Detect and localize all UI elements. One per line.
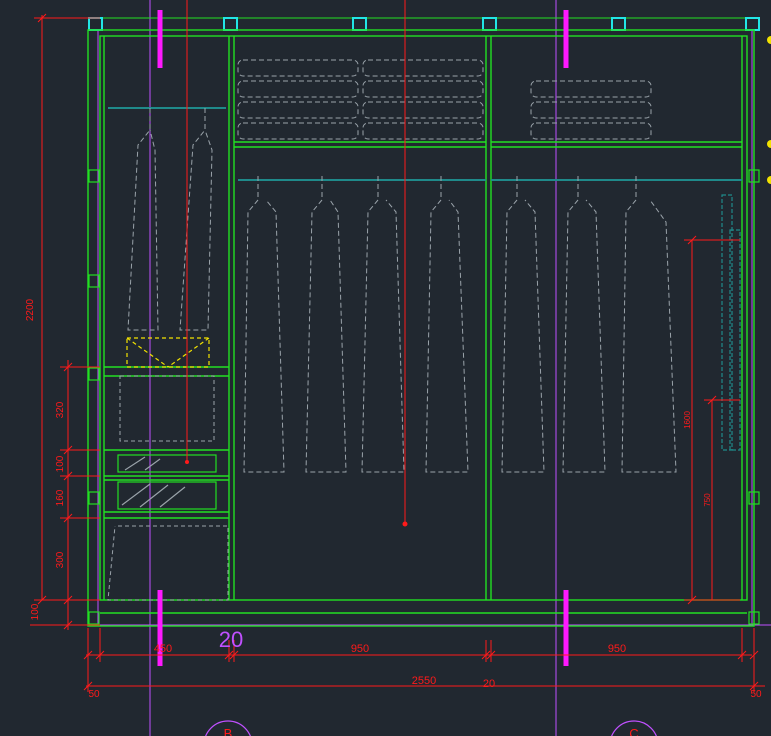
axis-label-b: B xyxy=(224,726,233,736)
folded-clothes-stacks xyxy=(237,59,652,140)
dim-left-seg-2: 100 xyxy=(55,455,66,472)
bottom-dimension-chain xyxy=(83,628,765,692)
dim-edge-right: 50 xyxy=(750,689,762,700)
storage-box-outline xyxy=(119,375,215,442)
frame-hinges xyxy=(88,169,760,625)
edge-markers xyxy=(767,36,771,184)
section-markers xyxy=(157,10,569,666)
reference-dot xyxy=(402,521,408,527)
axis-label-c: C xyxy=(629,726,638,736)
reference-dot xyxy=(185,460,189,464)
side-mirror-bracket xyxy=(721,194,741,451)
rail-connector xyxy=(745,17,760,31)
garments-hanging xyxy=(243,176,677,473)
dim-left-seg-1: 320 xyxy=(55,401,66,418)
cabinet-frame xyxy=(87,29,755,627)
reference-lines xyxy=(186,0,406,524)
dim-left-seg-5: 100 xyxy=(30,603,41,620)
dim-edge-left: 50 xyxy=(88,689,100,700)
dim-right-750: 750 xyxy=(703,493,712,507)
hanging-rods xyxy=(108,107,742,181)
right-dimension-chain xyxy=(684,235,740,605)
dim-width-seg-3: 950 xyxy=(608,643,626,655)
dim-gap-large: 20 xyxy=(219,627,243,652)
rail-connector xyxy=(88,17,103,31)
drawers xyxy=(117,454,217,510)
dim-width-seg-1: 450 xyxy=(154,643,172,655)
bottom-slope-outline xyxy=(107,525,229,601)
rail-connector xyxy=(482,17,497,31)
garments-left xyxy=(127,108,213,331)
dim-width-seg-2: 950 xyxy=(351,643,369,655)
rail-connector xyxy=(611,17,626,31)
dim-total-width: 2550 xyxy=(412,675,436,687)
dim-left-seg-4: 300 xyxy=(55,551,66,568)
rail-connector xyxy=(223,17,238,31)
top-rail xyxy=(88,17,760,31)
dim-gap-small: 20 xyxy=(483,678,495,690)
drawer-lower xyxy=(117,481,217,510)
yellow-item xyxy=(126,337,210,368)
dim-overall-height: 2200 xyxy=(25,298,36,321)
dim-right-1600: 1600 xyxy=(683,411,692,429)
rail-connector xyxy=(352,17,367,31)
dim-left-seg-3: 160 xyxy=(55,489,66,506)
axis-bubbles xyxy=(205,720,657,736)
drawer-upper xyxy=(117,454,217,473)
left-dimension-chain xyxy=(30,13,100,630)
